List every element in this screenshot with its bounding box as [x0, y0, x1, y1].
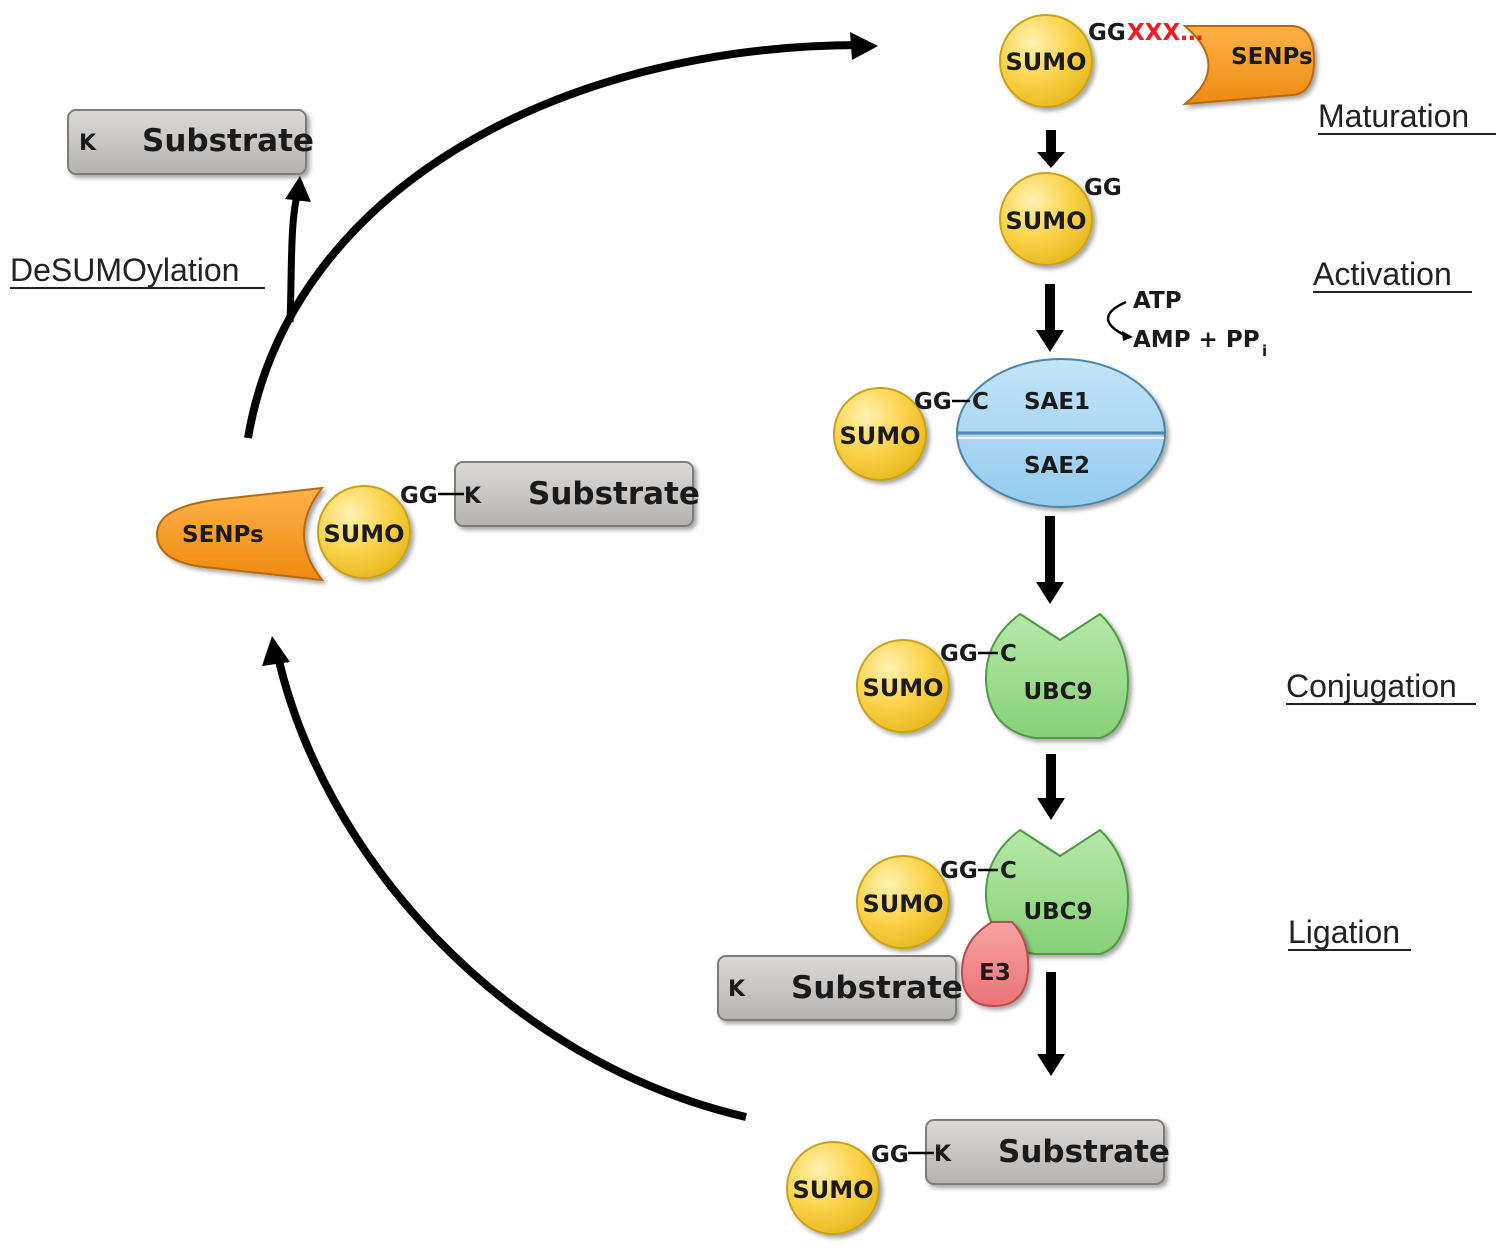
lysine-label-released: K — [79, 131, 97, 156]
sumo-label-mature: SUMO — [1005, 207, 1086, 235]
maturation-complex: SENPs SUMO GG XXX… — [999, 14, 1316, 108]
activation-complex: SAE1 SAE2 SUMO GG C — [833, 358, 1166, 508]
stage-label-ligation: Ligation — [1288, 914, 1400, 950]
stage-label-conjugation: Conjugation — [1286, 668, 1457, 704]
gg-label-activated: GG — [914, 389, 952, 415]
released-substrate: K Substrate — [67, 109, 314, 175]
precursor-tail-label: XXX… — [1127, 20, 1203, 46]
gg-label-desumoylation: GG — [400, 483, 438, 509]
senps-label-top: SENPs — [1231, 44, 1313, 70]
sumo-label-conjugated: SUMO — [862, 674, 943, 702]
cycle-arrow-top-head — [850, 32, 878, 60]
substrate-label-ligation: Substrate — [791, 970, 963, 1006]
stage-label-activation: Activation — [1313, 256, 1452, 292]
substrate-label-bottom: Substrate — [998, 1134, 1170, 1170]
cycle-arrow-bottom-head — [262, 636, 290, 666]
gg-label-mature: GG — [1084, 175, 1122, 201]
amp-pp-label: AMP + PP — [1133, 327, 1260, 353]
gg-label-precursor: GG — [1088, 20, 1126, 46]
ligation-complex: UBC9 K Substrate E3 SUMO GG C — [717, 828, 1130, 1021]
sumo-desumoylation — [317, 485, 411, 579]
atp-label: ATP — [1133, 288, 1182, 314]
ubc9-label-ligation: UBC9 — [1023, 899, 1092, 925]
pathway-arrows — [1036, 130, 1065, 1076]
lysine-label-bottom: K — [934, 1142, 952, 1167]
sumo-precursor — [999, 14, 1093, 108]
substrate-released — [67, 109, 307, 175]
sumo-label-ligation: SUMO — [862, 890, 943, 918]
substrate-label-released: Substrate — [142, 123, 314, 159]
sumo-label-desumoylation: SUMO — [323, 520, 404, 548]
desumoylation-complex: K Substrate SENPs SUMO GG — [155, 461, 700, 582]
sumo-ligation — [856, 855, 950, 949]
sumo-conjugated — [856, 639, 950, 733]
e3-label: E3 — [979, 960, 1011, 986]
ubc9-enzyme — [984, 612, 1130, 739]
cys-label-ligation: C — [1000, 858, 1017, 884]
atp-consumption: ATP AMP + PP i — [1106, 288, 1267, 360]
conjugation-complex: UBC9 SUMO GG C — [856, 612, 1130, 739]
lysine-label-ligation: K — [728, 977, 746, 1002]
substrate-label-desumoylation: Substrate — [528, 476, 700, 512]
desumoylation-branch-arrow-head — [285, 176, 311, 202]
substrate-ligation — [717, 955, 957, 1021]
cycle-arrow-top — [244, 41, 863, 439]
sae1-label: SAE1 — [1024, 389, 1090, 415]
gg-label-ligation: GG — [940, 858, 978, 884]
sae2-label: SAE2 — [1024, 453, 1090, 479]
sumoylated-substrate-bottom: K Substrate SUMO GG — [786, 1119, 1170, 1235]
pp-subscript: i — [1262, 342, 1267, 360]
senps-enzyme-top — [1181, 25, 1316, 106]
sumo-label-activated: SUMO — [839, 422, 920, 450]
ubc9-label: UBC9 — [1023, 679, 1092, 705]
mature-sumo: SUMO GG — [999, 172, 1122, 266]
gg-label-bottom: GG — [871, 1142, 909, 1168]
senps-label-left: SENPs — [182, 522, 264, 548]
sumo-label-precursor: SUMO — [1005, 48, 1086, 76]
gg-label-conjugated: GG — [940, 641, 978, 667]
cys-label-ubc9: C — [1000, 641, 1017, 667]
stage-label-maturation: Maturation — [1318, 98, 1469, 134]
sumo-bottom — [786, 1141, 880, 1235]
sumo-label-bottom: SUMO — [792, 1176, 873, 1204]
stage-label-desumoylation: DeSUMOylation — [10, 252, 239, 288]
cycle-arrow-bottom — [273, 651, 747, 1121]
senps-enzyme-left — [155, 486, 325, 582]
desumoylation-branch-arrow — [286, 191, 302, 323]
e3-ligase — [960, 921, 1030, 1008]
sumo-activated — [833, 387, 927, 481]
lysine-label-desumoylation: K — [464, 484, 482, 509]
cys-label-sae: C — [972, 389, 989, 415]
